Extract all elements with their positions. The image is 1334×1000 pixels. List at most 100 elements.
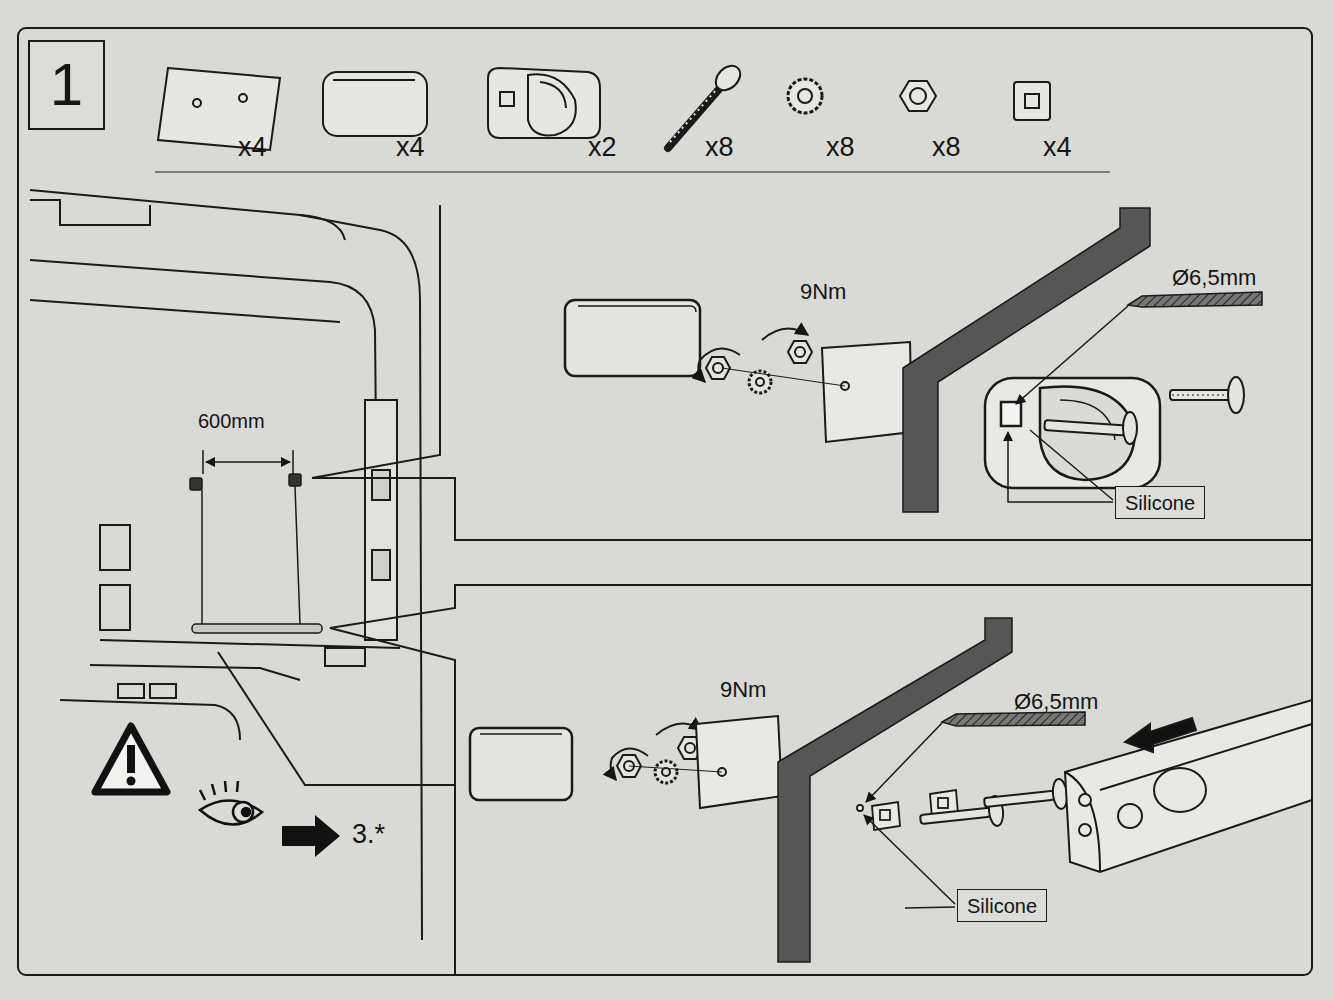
node-text: Silicone bbox=[1125, 492, 1195, 514]
mounting-plate-icon bbox=[193, 99, 201, 107]
vehicle-rear-view bbox=[100, 585, 130, 630]
warning-symbol bbox=[95, 726, 167, 792]
ladder-rail bbox=[1065, 700, 1312, 872]
quantity-label: x4 bbox=[1043, 133, 1072, 163]
torque-label: 9Nm bbox=[720, 678, 766, 702]
square-washer-icon bbox=[1025, 94, 1039, 108]
warning-symbol bbox=[127, 745, 135, 773]
vehicle-rear-view bbox=[100, 525, 130, 570]
warning-symbol bbox=[95, 726, 167, 792]
warning-symbol bbox=[127, 777, 136, 786]
dimension-arrow bbox=[203, 450, 293, 474]
leader-line bbox=[864, 723, 955, 908]
carriage-bolt bbox=[1228, 377, 1244, 413]
dimension-arrow bbox=[292, 450, 294, 474]
callout-frame bbox=[312, 205, 1312, 540]
bracket bbox=[1001, 402, 1021, 426]
carriage-bolt bbox=[1044, 377, 1244, 444]
mounting-plate bbox=[629, 766, 722, 772]
end-cap bbox=[565, 300, 700, 376]
eye-symbol bbox=[233, 802, 253, 822]
dimension-label: 600mm bbox=[198, 410, 265, 432]
mounting-plate bbox=[722, 342, 912, 442]
callout-frame bbox=[330, 585, 1312, 975]
ladder-mount bbox=[295, 486, 300, 624]
nut-washer-stack bbox=[655, 761, 677, 783]
vehicle-rear-view bbox=[118, 684, 144, 698]
callout-frame bbox=[218, 652, 455, 785]
drill-bit bbox=[942, 712, 1085, 726]
square-washer-icon bbox=[1014, 82, 1050, 120]
eye-symbol bbox=[200, 781, 238, 800]
leader-line bbox=[905, 907, 955, 908]
eye-symbol bbox=[242, 808, 250, 816]
end-cap bbox=[578, 306, 696, 312]
nut-washer-stack bbox=[706, 357, 730, 379]
quantity-label: x2 bbox=[588, 133, 617, 163]
square-washer-icon bbox=[1014, 82, 1050, 120]
page-frame bbox=[155, 171, 1110, 172]
ladder-rail bbox=[1065, 772, 1100, 872]
leader-line bbox=[1030, 430, 1113, 500]
end-cap-icon bbox=[323, 72, 427, 136]
leader-line bbox=[1016, 306, 1128, 404]
node-text: Silicone bbox=[967, 895, 1037, 917]
square-washer bbox=[880, 810, 890, 820]
drill-bit bbox=[942, 712, 1085, 726]
nut-icon bbox=[910, 88, 926, 104]
nut-washer-stack bbox=[795, 347, 805, 357]
dimension-arrow bbox=[206, 461, 290, 463]
nut-washer-stack bbox=[617, 737, 702, 783]
vehicle-rear-view bbox=[100, 640, 400, 648]
leader-line bbox=[1008, 432, 1113, 502]
bracket-icon bbox=[488, 68, 600, 138]
bracket-icon bbox=[488, 68, 600, 138]
square-washer bbox=[938, 798, 948, 808]
end-cap-icon bbox=[323, 72, 427, 136]
carriage-bolt bbox=[1123, 412, 1137, 444]
carriage-bolt bbox=[920, 778, 1069, 826]
square-washer bbox=[857, 805, 863, 811]
torque-arrows bbox=[698, 329, 808, 382]
ladder-rail bbox=[1125, 718, 1196, 752]
torque-arrows bbox=[698, 349, 740, 382]
ladder-mount bbox=[289, 474, 301, 486]
mounting-plate-icon bbox=[239, 94, 247, 102]
leader-line bbox=[866, 723, 942, 802]
vehicle-rear-view bbox=[90, 665, 300, 680]
ladder-rail bbox=[1079, 824, 1091, 836]
carriage-bolt bbox=[920, 808, 991, 824]
callout-frame bbox=[218, 205, 1312, 975]
nut-washer-stack bbox=[685, 743, 695, 753]
eye-symbol bbox=[200, 800, 262, 824]
bracket-icon bbox=[540, 82, 566, 108]
page-frame bbox=[18, 28, 1312, 975]
carriage-bolt bbox=[1044, 420, 1125, 436]
bracket bbox=[1040, 386, 1135, 480]
ladder-rail bbox=[1079, 794, 1091, 806]
bracket bbox=[985, 378, 1160, 488]
drill-size-label: Ø6,5mm bbox=[1014, 690, 1098, 714]
quantity-label: x8 bbox=[826, 133, 855, 163]
torque-arrows bbox=[611, 748, 648, 780]
ladder-rail bbox=[1100, 724, 1312, 790]
vehicle-rear-view bbox=[30, 260, 378, 640]
drill-bit bbox=[1128, 292, 1262, 307]
silicone-callout: Silicone bbox=[957, 889, 1047, 922]
carriage-bolt bbox=[1172, 395, 1228, 396]
nut-washer-stack bbox=[756, 378, 764, 386]
mounting-plate bbox=[822, 342, 912, 442]
quantity-label: x4 bbox=[396, 133, 425, 163]
quantity-label: x4 bbox=[238, 133, 267, 163]
mounting-plate bbox=[629, 716, 782, 808]
vehicle-rear-view bbox=[30, 190, 422, 940]
silicone-callout: Silicone bbox=[1115, 486, 1205, 519]
end-cap bbox=[480, 733, 562, 735]
leader-line bbox=[1008, 306, 1128, 502]
carriage-bolt bbox=[1170, 390, 1230, 400]
nut-icon bbox=[900, 81, 936, 111]
dimension-arrow bbox=[202, 450, 204, 474]
quantity-label: x8 bbox=[705, 133, 734, 163]
reference-arrow bbox=[282, 815, 340, 857]
